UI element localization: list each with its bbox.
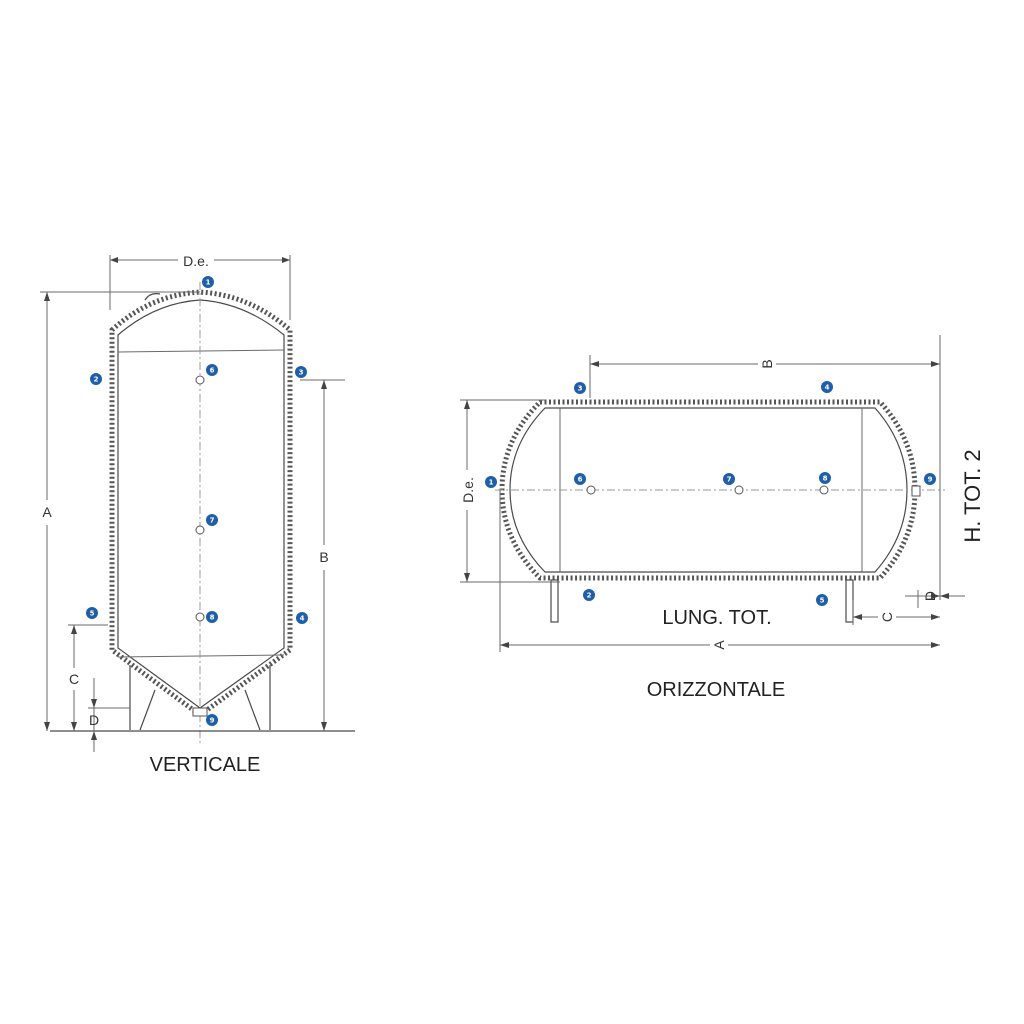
vertical-badge-8: 8 <box>206 611 218 623</box>
horizontal-badge-2: 2 <box>583 589 595 601</box>
horizontal-badge-5: 5 <box>816 594 828 606</box>
horizontal-port-8 <box>819 485 829 495</box>
svg-text:4: 4 <box>825 384 830 392</box>
vertical-badge-4: 4 <box>296 612 308 624</box>
vertical-top-bump <box>144 293 161 301</box>
horizontal-badge-8: 8 <box>819 472 831 484</box>
vertical-dim-c: C <box>68 624 108 731</box>
svg-text:8: 8 <box>823 475 828 483</box>
horizontal-height-label: H. TOT. 2 <box>960 449 985 542</box>
vertical-dim-a: A <box>40 291 200 731</box>
svg-text:8: 8 <box>210 614 215 622</box>
vertical-tank-insulation <box>109 289 293 719</box>
horizontal-dim-de: D.e. <box>460 399 560 583</box>
vertical-port-8 <box>195 612 205 622</box>
vertical-dim-a-label: A <box>42 504 52 520</box>
vertical-badge-2: 2 <box>90 373 102 385</box>
vertical-badge-1: 1 <box>202 276 214 288</box>
horizontal-dim-de-label: D.e. <box>460 477 476 503</box>
horizontal-length-label: LUNG. TOT. <box>662 607 771 629</box>
horizontal-badge-1: 1 <box>485 476 497 488</box>
vertical-top-seam <box>117 349 285 353</box>
vertical-dim-b-label: B <box>319 549 328 565</box>
vertical-caption: VERTICALE <box>150 754 261 776</box>
horizontal-badge-4: 4 <box>821 381 833 393</box>
svg-text:6: 6 <box>210 367 215 375</box>
horizontal-badge-3: 3 <box>574 382 586 394</box>
svg-text:6: 6 <box>578 476 583 484</box>
horizontal-dim-c: C <box>852 600 940 625</box>
horizontal-tank: D.e. B A C <box>460 335 985 701</box>
vertical-port-7 <box>195 525 205 535</box>
vertical-badge-5: 5 <box>86 607 98 619</box>
svg-text:9: 9 <box>928 476 933 484</box>
svg-text:1: 1 <box>206 279 211 287</box>
svg-text:2: 2 <box>94 376 99 384</box>
horizontal-dim-b: B <box>589 335 941 600</box>
vertical-bottom-seam <box>117 654 285 658</box>
svg-text:5: 5 <box>820 597 825 605</box>
horizontal-dim-d-label: D <box>922 591 938 601</box>
vertical-dim-c-label: C <box>69 671 79 687</box>
svg-text:2: 2 <box>587 592 592 600</box>
vertical-dim-d: D <box>88 678 130 752</box>
svg-text:3: 3 <box>578 385 583 393</box>
horizontal-right-outlet <box>911 485 921 497</box>
horizontal-port-7 <box>734 485 744 495</box>
horizontal-leg-left <box>550 579 559 623</box>
svg-text:4: 4 <box>300 615 305 623</box>
vertical-badge-9: 9 <box>206 714 218 726</box>
horizontal-caption: ORIZZONTALE <box>647 679 786 701</box>
svg-text:7: 7 <box>210 517 215 525</box>
vertical-tank: D.e. A B C <box>40 253 355 776</box>
horizontal-dim-a-label: A <box>711 640 727 650</box>
vertical-dim-d-label: D <box>89 712 99 728</box>
svg-text:9: 9 <box>210 717 215 725</box>
horizontal-leg-right <box>845 579 854 623</box>
horizontal-dim-c-label: C <box>879 612 895 622</box>
horizontal-tank-insulation <box>499 399 918 581</box>
vertical-port-6 <box>195 375 205 385</box>
horizontal-tank-shell <box>509 407 908 573</box>
horizontal-badge-6: 6 <box>574 473 586 485</box>
horizontal-dim-b-label: B <box>759 359 775 368</box>
vertical-badge-3: 3 <box>295 366 307 378</box>
svg-text:5: 5 <box>90 610 95 618</box>
horizontal-port-6 <box>586 485 596 495</box>
vertical-tank-shell <box>117 299 285 709</box>
horizontal-dim-d: D <box>905 590 965 608</box>
svg-text:1: 1 <box>489 479 494 487</box>
vertical-leg-brace-right <box>244 689 261 731</box>
svg-text:3: 3 <box>299 369 304 377</box>
vertical-leg-brace-left <box>139 689 156 731</box>
vertical-badge-6: 6 <box>206 364 218 376</box>
vertical-dim-de-label: D.e. <box>183 253 209 269</box>
vertical-bottom-outlet <box>192 707 208 717</box>
vertical-dim-b: B <box>300 379 345 731</box>
horizontal-dim-a: A <box>499 490 940 652</box>
vertical-dim-de: D.e. <box>109 253 291 320</box>
horizontal-badge-9: 9 <box>924 473 936 485</box>
svg-text:7: 7 <box>727 476 732 484</box>
vertical-badge-7: 7 <box>206 514 218 526</box>
horizontal-badge-7: 7 <box>723 473 735 485</box>
